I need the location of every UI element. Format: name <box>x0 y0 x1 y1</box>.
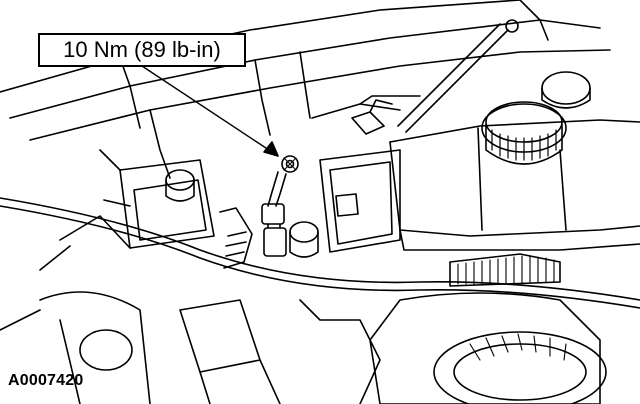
leader-line <box>141 65 279 157</box>
torque-callout: 10 Nm (89 lb-in) <box>38 33 246 67</box>
sensor-wire <box>261 171 287 257</box>
reservoir-cap <box>481 71 591 165</box>
left-engine-assembly <box>39 149 215 271</box>
linkage-rod <box>397 19 519 133</box>
lower-left-pulley <box>0 291 381 404</box>
wiring-harness <box>0 197 640 309</box>
hose-assembly <box>219 207 319 269</box>
cowl-panel <box>0 0 611 179</box>
torque-bolt <box>281 155 299 173</box>
connector-clip <box>351 99 393 135</box>
mount-bracket <box>311 95 421 253</box>
radiator-fan <box>369 253 607 404</box>
torque-callout-label: 10 Nm (89 lb-in) <box>63 37 221 62</box>
figure-id: A0007420 <box>8 372 84 389</box>
reservoir-body <box>389 119 640 251</box>
